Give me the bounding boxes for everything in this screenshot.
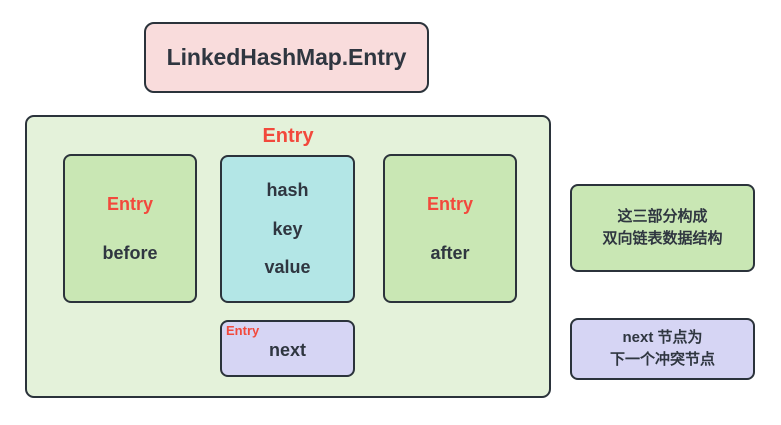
payload-field-value: value — [264, 257, 311, 278]
entry-container: Entry Entry before hash key value Entry … — [25, 115, 551, 398]
payload-field-hash: hash — [266, 180, 309, 201]
field-box-before: Entry before — [63, 154, 197, 303]
note-next-node: next 节点为 下一个冲突节点 — [570, 318, 755, 380]
note-doubly-linked-list: 这三部分构成 双向链表数据结构 — [570, 184, 755, 272]
title-card-label: LinkedHashMap.Entry — [166, 44, 407, 71]
title-card: LinkedHashMap.Entry — [144, 22, 429, 93]
field-box-payload: hash key value — [220, 155, 355, 303]
next-field-name: next — [268, 340, 306, 360]
before-ref-type-label: Entry — [106, 194, 153, 214]
payload-field-key: key — [272, 218, 303, 239]
note-next-node-line1: next 节点为 — [622, 329, 703, 347]
before-field-name: before — [102, 242, 158, 263]
note-next-node-line2: 下一个冲突节点 — [609, 351, 715, 368]
after-ref-type-label: Entry — [426, 194, 473, 214]
after-field-name: after — [430, 242, 470, 263]
note-doubly-linked-list-line1: 这三部分构成 — [617, 208, 708, 226]
field-box-after: Entry after — [383, 154, 517, 303]
field-box-next: Entry next — [220, 320, 355, 377]
next-ref-type-label: Entry — [226, 323, 260, 338]
entry-container-title: Entry — [262, 125, 314, 147]
note-doubly-linked-list-line2: 双向链表数据结构 — [602, 230, 723, 247]
